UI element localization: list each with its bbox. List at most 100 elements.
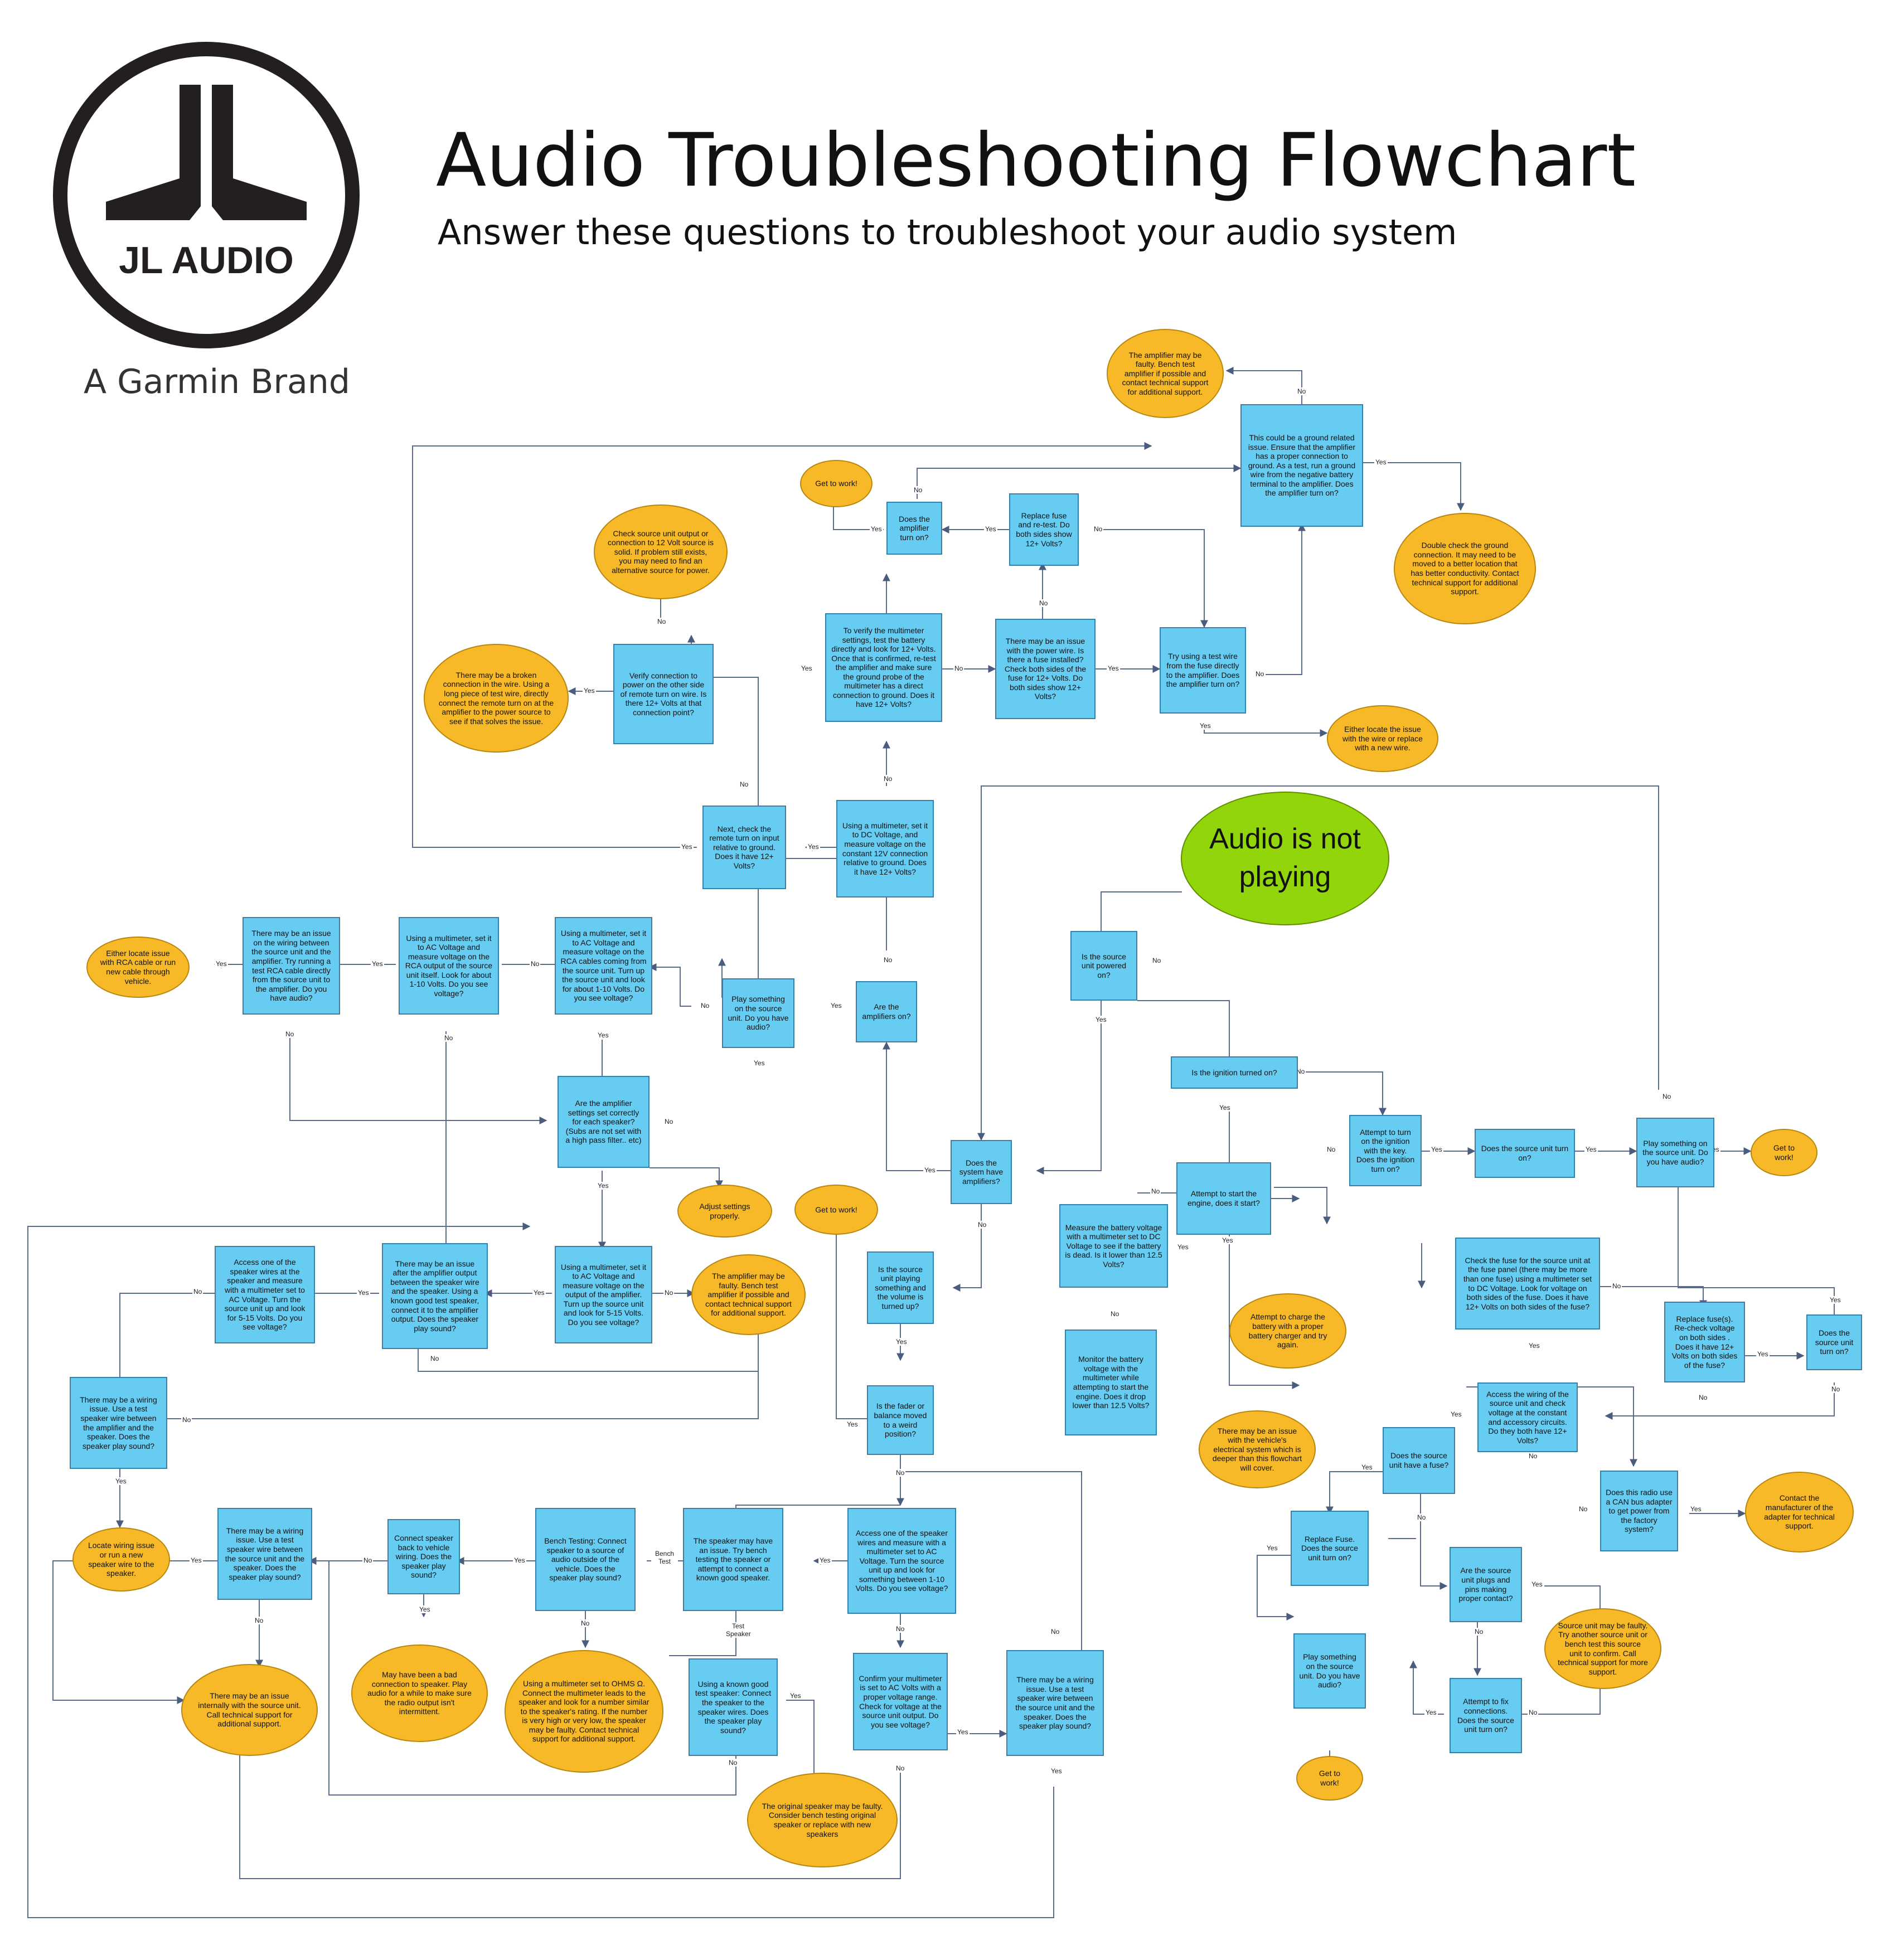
process-node: Using a multimeter, set it to AC Voltage… xyxy=(555,917,652,1015)
svg-text:JL AUDIO: JL AUDIO xyxy=(119,239,294,282)
process-node: Play something on the source unit. Do yo… xyxy=(1293,1633,1366,1709)
edge-label-no: No xyxy=(443,1034,454,1042)
terminal-node: Locate wiring issue or run a new speaker… xyxy=(72,1527,170,1592)
edge-label-no: No xyxy=(429,1355,440,1362)
process-node: Using a multimeter, set it to DC Voltage… xyxy=(836,800,934,897)
process-node: Verify connection to power on the other … xyxy=(613,644,714,744)
terminal-node: There may be a broken connection in the … xyxy=(424,644,569,753)
edge-label-yes: Yes xyxy=(597,1031,610,1039)
edge-label-yes: Yes xyxy=(753,1059,766,1067)
process-node: Replace fuse and re-test. Do both sides … xyxy=(1009,493,1079,566)
process-node: This could be a ground related issue. En… xyxy=(1240,404,1363,527)
terminal-node: Source unit may be faulty. Try another s… xyxy=(1544,1608,1661,1689)
terminal-node: The amplifier may be faulty. Bench test … xyxy=(1107,329,1224,418)
edge-label-yes: Yes xyxy=(789,1692,802,1700)
edge-label-yes: Yes xyxy=(190,1556,203,1564)
edge-label-yes: Yes xyxy=(1424,1709,1438,1716)
edge-label-no: No xyxy=(1698,1394,1709,1401)
edge-label-no: No xyxy=(1474,1628,1485,1636)
process-node: The speaker may have an issue. Try bench… xyxy=(683,1508,783,1611)
edge-label-test-speaker: Test Speaker xyxy=(725,1622,752,1638)
edge-label-no: No xyxy=(1254,670,1266,678)
edge-label-no: No xyxy=(362,1556,374,1564)
process-node: To verify the multimeter settings, test … xyxy=(825,613,942,722)
page-subtitle: Answer these questions to troubleshoot y… xyxy=(438,212,1457,253)
edge-label-no: No xyxy=(895,1764,906,1772)
edge-label-no: No xyxy=(895,1625,906,1633)
process-node: There may be a wiring issue. Use a test … xyxy=(70,1377,167,1469)
edge-label-yes: Yes xyxy=(1199,722,1212,730)
edge-label-yes: Yes xyxy=(830,1002,843,1010)
terminal-node: Either locate the issue with the wire or… xyxy=(1327,705,1438,772)
edge-label-yes: Yes xyxy=(956,1728,970,1736)
process-node: Using a multimeter, set it to AC Voltage… xyxy=(555,1246,652,1343)
edge-label-no: No xyxy=(656,618,667,625)
edge-label-yes: Yes xyxy=(680,843,694,851)
terminal-node: Get to work! xyxy=(1751,1129,1817,1176)
terminal-node: Using a multimeter set to OHMS Ω. Connec… xyxy=(505,1650,663,1773)
process-node: Try using a test wire from the fuse dire… xyxy=(1160,627,1246,714)
edge-label-no: No xyxy=(883,956,894,964)
edge-label-no: No xyxy=(739,780,750,788)
process-node: Does the amplifier turn on? xyxy=(886,502,942,555)
edge-label-no: No xyxy=(1093,525,1104,533)
process-node: Replace Fuse. Does the source unit turn … xyxy=(1291,1511,1369,1586)
brand-tagline: A Garmin Brand xyxy=(84,362,350,401)
jl-audio-logo: JL AUDIO xyxy=(53,42,360,348)
edge-label-no: No xyxy=(1296,387,1307,395)
edge-label-no: No xyxy=(1038,599,1049,607)
process-node: Are the amplifiers on? xyxy=(856,981,917,1042)
edge-label-no: No xyxy=(1528,1452,1539,1460)
edge-label-no: No xyxy=(663,1289,675,1297)
edge-label-yes: Yes xyxy=(1176,1243,1190,1251)
edge-label-yes: Yes xyxy=(1584,1146,1598,1153)
edge-label-yes: Yes xyxy=(923,1166,937,1174)
terminal-node: The amplifier may be faulty. Bench test … xyxy=(691,1254,806,1335)
edge-label-yes: Yes xyxy=(1450,1410,1463,1418)
process-node: Using a multimeter, set it to AC Voltage… xyxy=(399,917,499,1015)
process-node: Does this radio use a CAN bus adapter to… xyxy=(1600,1471,1678,1551)
edge-label-no: No xyxy=(1611,1282,1622,1290)
process-node: Attempt to turn on the ignition with the… xyxy=(1349,1115,1422,1186)
edge-label-no: No xyxy=(883,775,894,783)
edge-label-yes: Yes xyxy=(597,1182,610,1190)
edge-label-yes: Yes xyxy=(1530,1580,1544,1588)
edge-label-yes: Yes xyxy=(1430,1146,1443,1153)
terminal-node: Double check the ground connection. It m… xyxy=(1394,513,1536,624)
edge-label-no: No xyxy=(181,1416,192,1424)
process-node: There may be an issue after the amplifie… xyxy=(382,1243,488,1349)
process-node: There may be a wiring issue. Use a test … xyxy=(217,1508,312,1600)
edge-label-no: No xyxy=(1109,1310,1121,1318)
process-node: Is the ignition turned on? xyxy=(1171,1056,1298,1089)
edge-label-yes: Yes xyxy=(1218,1104,1232,1112)
process-node: Using a known good test speaker: Connect… xyxy=(689,1658,778,1756)
terminal-node: Attempt to charge the battery with a pro… xyxy=(1229,1293,1346,1369)
edge-label-no: No xyxy=(895,1469,906,1477)
edge-label-yes: Yes xyxy=(1266,1544,1279,1552)
start-node: Audio is not playing xyxy=(1181,792,1389,925)
edge-label-no: No xyxy=(254,1617,265,1624)
process-node: Access one of the speaker wires at the s… xyxy=(215,1246,315,1343)
terminal-node: The original speaker may be faulty. Cons… xyxy=(747,1773,898,1867)
terminal-node: Check source unit output or connection t… xyxy=(594,504,728,599)
process-node: Access one of the speaker wires and meas… xyxy=(847,1508,956,1614)
edge-label-yes: Yes xyxy=(418,1605,432,1613)
edge-label-no: No xyxy=(580,1619,591,1627)
edge-label-yes: Yes xyxy=(818,1556,832,1564)
terminal-node: There may be an issue internally with th… xyxy=(181,1664,318,1756)
process-node: Is the fader or balance moved to a weird… xyxy=(867,1385,934,1455)
edge-label-yes: Yes xyxy=(846,1420,859,1428)
edge-label-yes: Yes xyxy=(807,843,820,851)
terminal-node: There may be an issue with the vehicle's… xyxy=(1199,1410,1316,1488)
edge-label-yes: Yes xyxy=(1221,1236,1234,1244)
edge-label-no: No xyxy=(1050,1628,1061,1636)
edge-label-yes: Yes xyxy=(895,1338,908,1346)
process-node: Does the source unit turn on? xyxy=(1806,1314,1862,1370)
process-node: There may be an issue on the wiring betw… xyxy=(243,917,340,1015)
process-node: Does the source unit have a fuse? xyxy=(1383,1427,1455,1494)
edge-label-no: No xyxy=(530,960,541,968)
edge-label-no: No xyxy=(1326,1146,1337,1153)
process-node: Play something on the source unit. Do yo… xyxy=(722,978,794,1048)
edge-label-yes: Yes xyxy=(583,687,596,695)
